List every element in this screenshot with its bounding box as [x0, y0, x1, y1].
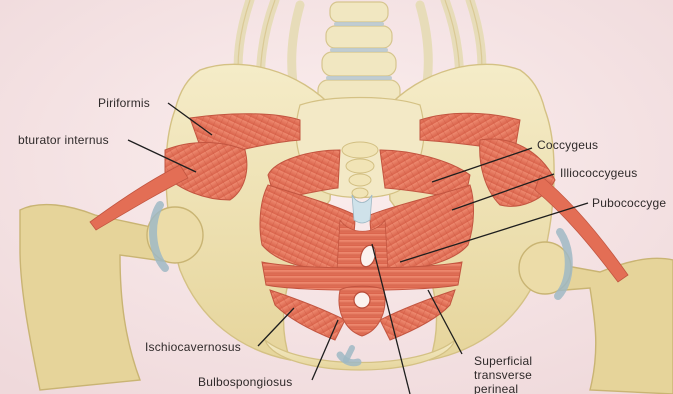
label-line-1: Superficial	[474, 354, 564, 368]
label-coccygeus: Coccygeus	[537, 138, 598, 152]
label-ischiocavernosus: Ischiocavernosus	[145, 340, 241, 354]
label-line-3: perineal	[474, 382, 564, 394]
label-line-2: transverse	[474, 368, 564, 382]
label-bulbospongiosus: Bulbospongiosus	[198, 375, 292, 389]
label-obturator-internus: bturator internus	[18, 133, 109, 147]
label-iliococcygeus: Illiococcygeus	[560, 166, 638, 180]
label-pubococcygeus: Pubococcyge	[592, 196, 666, 210]
label-piriformis: Piriformis	[98, 96, 150, 110]
label-superficial-transverse-perineal: Superficial transverse perineal	[474, 354, 564, 394]
